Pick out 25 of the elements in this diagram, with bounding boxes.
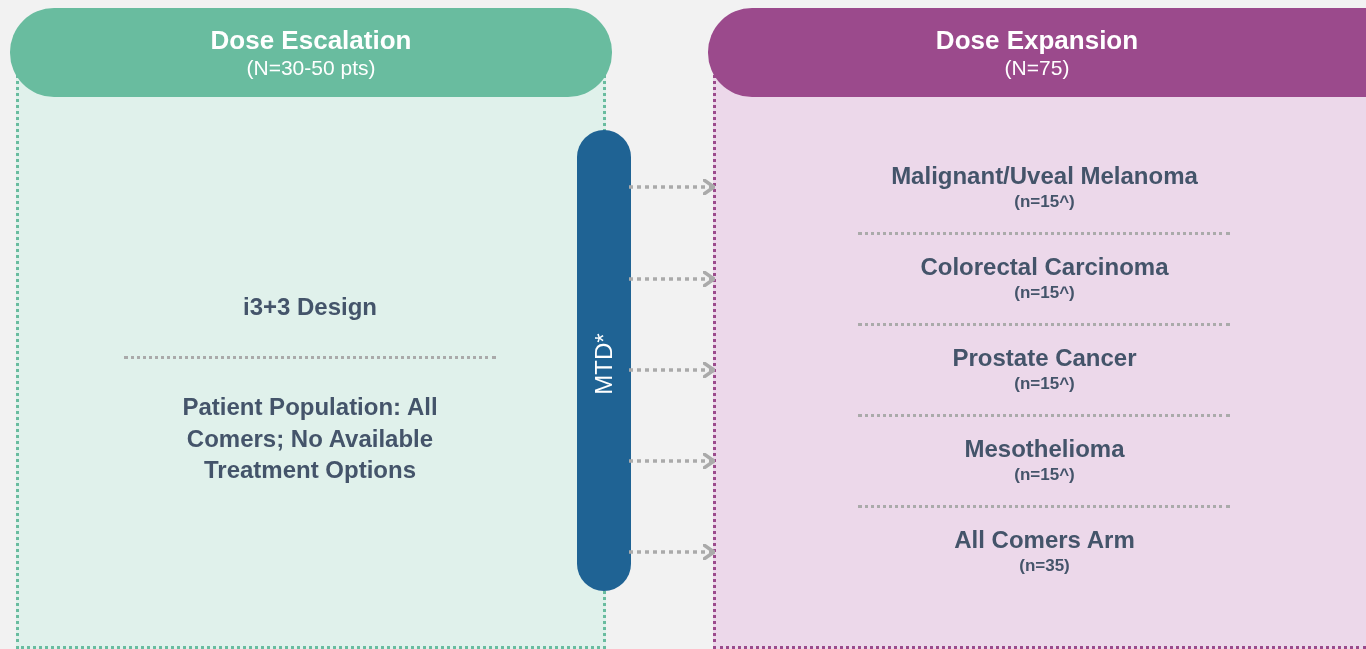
arrow xyxy=(629,543,716,561)
mtd-bar xyxy=(577,130,631,591)
arrow xyxy=(629,270,716,288)
cohort-size: (n=15^) xyxy=(1014,372,1075,395)
panel-title: Dose Expansion xyxy=(935,24,1139,55)
arrow xyxy=(629,452,716,470)
arrow xyxy=(629,178,716,196)
panel-title: Dose Escalation xyxy=(210,24,412,55)
cohort-name: Mesothelioma xyxy=(964,434,1125,463)
participant-count: (N=75) xyxy=(1004,54,1070,81)
population-label: Patient Population: All Comers; No Available Treatment Options xyxy=(181,392,439,485)
cohort-size: (n=15^) xyxy=(1014,190,1075,213)
cohort-size: (n=35) xyxy=(1019,554,1070,577)
cohort-name: Prostate Cancer xyxy=(952,343,1137,372)
escalation-panel xyxy=(10,8,612,649)
participant-count: (N=30-50 pts) xyxy=(246,54,376,81)
bar-label: MTD* xyxy=(590,332,618,397)
cohort-name: Malignant/Uveal Melanoma xyxy=(891,161,1198,190)
cohort-size: (n=15^) xyxy=(1014,463,1075,486)
design-label: i3+3 Design xyxy=(241,292,379,322)
cohort-name: Colorectal Carcinoma xyxy=(920,252,1169,281)
cohort-name: All Comers Arm xyxy=(954,525,1135,554)
cohort-size: (n=15^) xyxy=(1014,281,1075,304)
expansion-panel xyxy=(708,8,1366,649)
arrow xyxy=(629,361,716,379)
